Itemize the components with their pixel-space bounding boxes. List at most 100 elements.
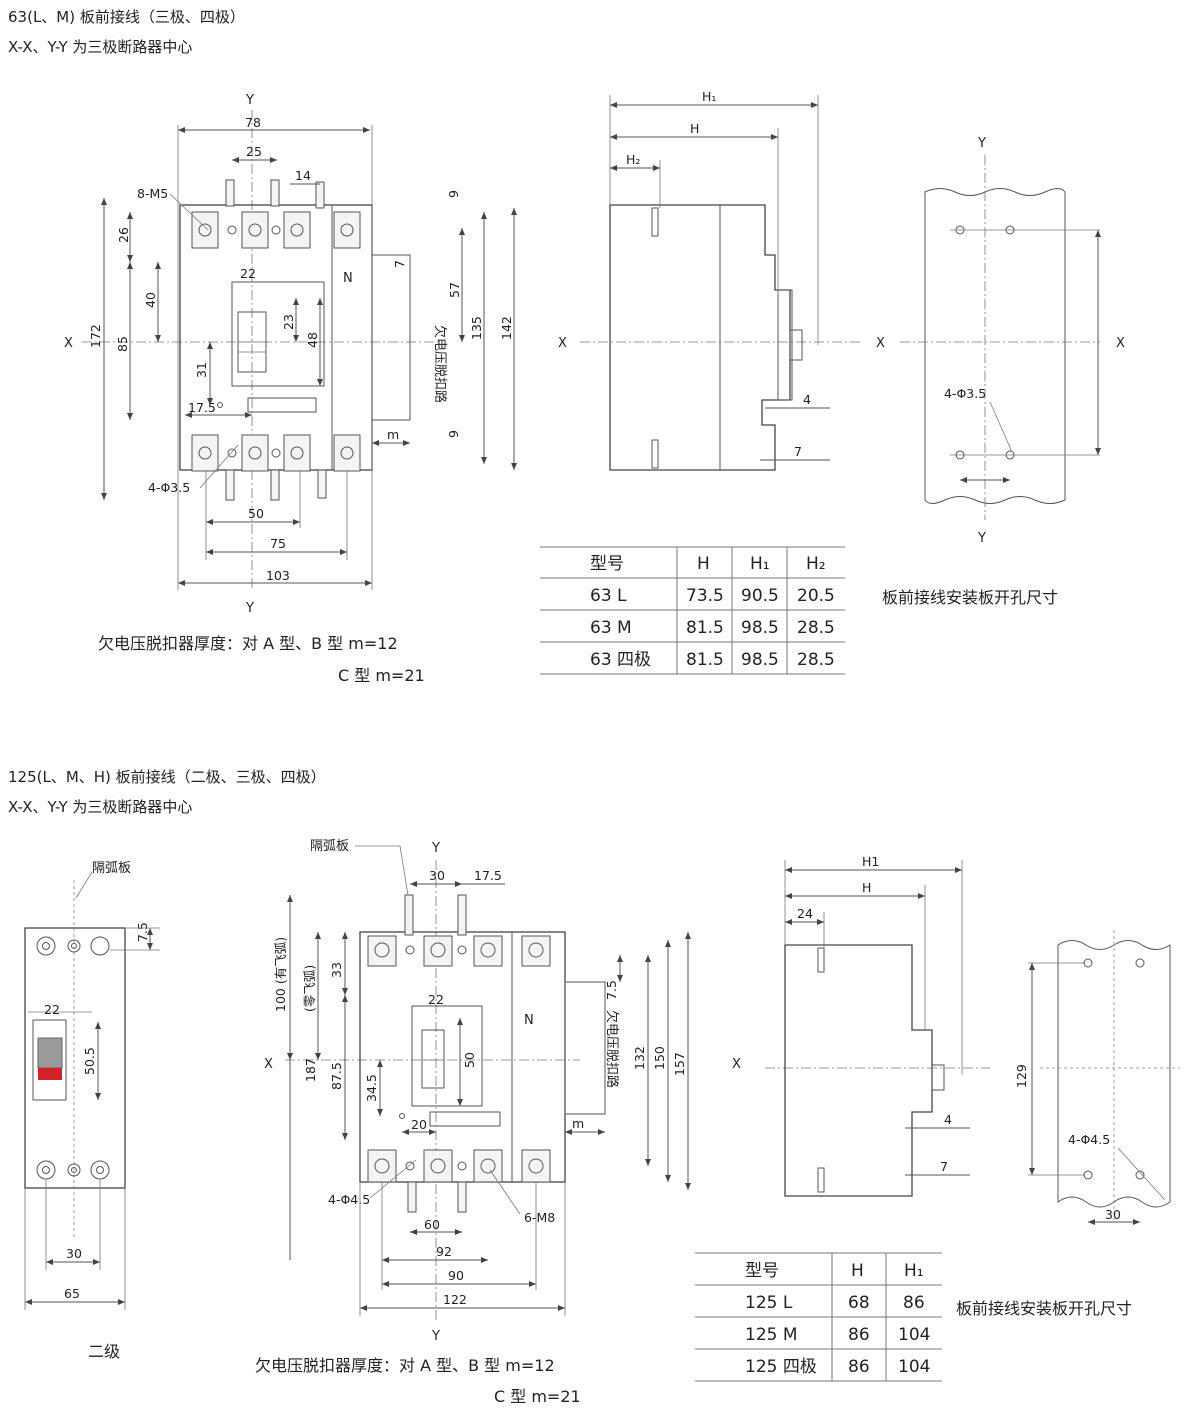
bottom-dim-zero-arc: (零飞弧) <box>302 965 317 1012</box>
dim-172: 172 <box>88 324 103 348</box>
bottom-table-header-model: 型号 <box>745 1261 779 1281</box>
bottom-uv-label: 欠电压脱扣路 <box>604 1010 620 1088</box>
bottom-side-24: 24 <box>797 906 813 921</box>
top-side-x: X <box>558 336 567 351</box>
top-front-y-bottom: Y <box>245 601 254 616</box>
top-side-view: X H₁ H H₂ 4 7 <box>558 89 860 471</box>
top-front-view: Y Y X <box>64 93 517 616</box>
top-hole-pattern: Y Y X X 4-Φ3.5 <box>876 136 1125 546</box>
top-hole-x-right: X <box>1116 336 1125 351</box>
label-n: N <box>343 271 353 286</box>
bottom-front-y-bottom: Y <box>431 1329 440 1344</box>
bottom-dim-100: 100 (有飞弧) <box>273 937 288 1012</box>
top-table-cell: 98.5 <box>741 618 779 638</box>
top-side-4: 4 <box>803 392 811 407</box>
bottom-front-x: X <box>264 1057 273 1072</box>
bottom-dim-132: 132 <box>632 1046 647 1070</box>
dim-25: 25 <box>246 144 262 159</box>
bottom-table-cell: 125 M <box>745 1325 798 1345</box>
bottom-hole-4-phi45: 4-Φ4.5 <box>1068 1132 1110 1147</box>
bottom-dim-50: 50 <box>462 1052 477 1068</box>
top-table-cell: 81.5 <box>686 618 724 638</box>
dim-m: m <box>387 427 399 442</box>
bottom-thickness-note-c: C 型 m=21 <box>494 1387 581 1406</box>
dim-57: 57 <box>447 282 462 298</box>
bottom-table-cell: 125 L <box>745 1293 793 1313</box>
top-table-cell: 20.5 <box>797 586 835 606</box>
bottom-title: 125(L、M、H) 板前接线（二极、三极、四极） <box>8 768 326 786</box>
two-pole-dim-22: 22 <box>44 1002 60 1017</box>
dim-26: 26 <box>116 227 131 243</box>
top-table-cell: 98.5 <box>741 650 779 670</box>
dim-23: 23 <box>281 314 296 330</box>
dim-135: 135 <box>469 316 484 340</box>
bottom-dim-33: 33 <box>329 962 344 978</box>
top-size-table: 型号 H H₁ H₂ 63 L 73.5 90.5 20.5 63 M 81.5… <box>540 546 845 675</box>
bottom-dim-20: 20 <box>411 1117 427 1132</box>
bottom-front-view: Y Y X 隔弧板 欠电压脱扣路 N <box>264 839 691 1344</box>
top-hole-caption: 板前接线安装板开孔尺寸 <box>882 588 1058 607</box>
bottom-thickness-note: 欠电压脱扣器厚度：对 A 型、B 型 m=12 <box>255 1356 555 1375</box>
bottom-side-h: H <box>862 880 871 895</box>
top-table-cell: 81.5 <box>686 650 724 670</box>
bottom-table-header-h: H <box>851 1261 864 1281</box>
bottom-size-table: 型号 H H₁ 125 L 68 86 125 M 86 104 125 四极 … <box>695 1252 942 1382</box>
top-table-cell: 63 四极 <box>590 650 651 670</box>
bottom-dim-6-m8: 6-M8 <box>524 1210 555 1225</box>
bottom-table-cell: 86 <box>903 1293 925 1313</box>
bottom-label-n: N <box>524 1013 534 1028</box>
bottom-dim-122: 122 <box>443 1292 467 1307</box>
dim-75: 75 <box>270 536 286 551</box>
top-table-header-h1: H₁ <box>750 554 770 574</box>
bottom-side-h1: H1 <box>862 854 879 869</box>
top-table-cell: 63 L <box>590 586 627 606</box>
bottom-side-7: 7 <box>940 1159 948 1174</box>
top-table-header-h2: H₂ <box>806 554 826 574</box>
top-side-h: H <box>690 121 699 136</box>
bottom-side-4: 4 <box>944 1112 952 1127</box>
bottom-dim-60: 60 <box>424 1217 440 1232</box>
top-table-cell: 90.5 <box>741 586 779 606</box>
two-pole-dim-65: 65 <box>64 1286 80 1301</box>
dim-85: 85 <box>115 336 130 352</box>
bottom-table-cell: 104 <box>898 1325 930 1345</box>
bottom-dim-4-phi45: 4-Φ4.5 <box>328 1192 370 1207</box>
top-title: 63(L、M) 板前接线（三极、四极） <box>8 8 245 26</box>
top-thickness-note: 欠电压脱扣器厚度：对 A 型、B 型 m=12 <box>98 634 398 653</box>
dim-14: 14 <box>295 168 311 183</box>
top-table-cell: 73.5 <box>686 586 724 606</box>
dim-31: 31 <box>194 362 209 378</box>
dim-9-bottom: 9 <box>446 430 461 438</box>
dim-40: 40 <box>143 292 158 308</box>
top-front-y-top: Y <box>245 93 254 108</box>
top-side-7: 7 <box>794 444 802 459</box>
top-uv-label: 欠电压脱扣路 <box>432 325 448 403</box>
top-hole-y-bottom: Y <box>977 531 986 546</box>
bottom-dim-22: 22 <box>428 992 444 1007</box>
bottom-table-header-h1: H₁ <box>904 1261 924 1281</box>
bottom-table-cell: 104 <box>898 1357 930 1377</box>
bottom-table-cell: 86 <box>848 1357 870 1377</box>
top-hole-x-left: X <box>876 336 885 351</box>
two-pole-dim-50-5: 50.5 <box>82 1047 97 1075</box>
dim-9-top: 9 <box>446 190 461 198</box>
bottom-dim-90: 90 <box>448 1268 464 1283</box>
bottom-dim-187: 187 <box>303 1058 318 1082</box>
dim-8m5: 8-M5 <box>137 186 168 201</box>
two-pole-dim-30: 30 <box>66 1246 82 1261</box>
bottom-dim-87-5: 87.5 <box>329 1062 344 1090</box>
dim-103: 103 <box>266 568 290 583</box>
bottom-side-x: X <box>732 1057 741 1072</box>
top-table-cell: 63 M <box>590 618 632 638</box>
bottom-front-y-top: Y <box>431 841 440 856</box>
top-front-x: X <box>64 336 73 351</box>
bottom-table-cell: 86 <box>848 1325 870 1345</box>
top-table-header-h: H <box>697 554 710 574</box>
bottom-dim-157: 157 <box>672 1052 687 1076</box>
top-table-cell: 28.5 <box>797 650 835 670</box>
bottom-hole-pattern: 129 4-Φ4.5 30 <box>1014 930 1180 1225</box>
two-pole-caption: 二级 <box>88 1342 120 1361</box>
bottom-two-pole-view: 隔弧板 22 50.5 7.5 30 65 二级 <box>24 861 160 1361</box>
bottom-subtitle: X-X、Y-Y 为三极断路器中心 <box>8 798 192 816</box>
